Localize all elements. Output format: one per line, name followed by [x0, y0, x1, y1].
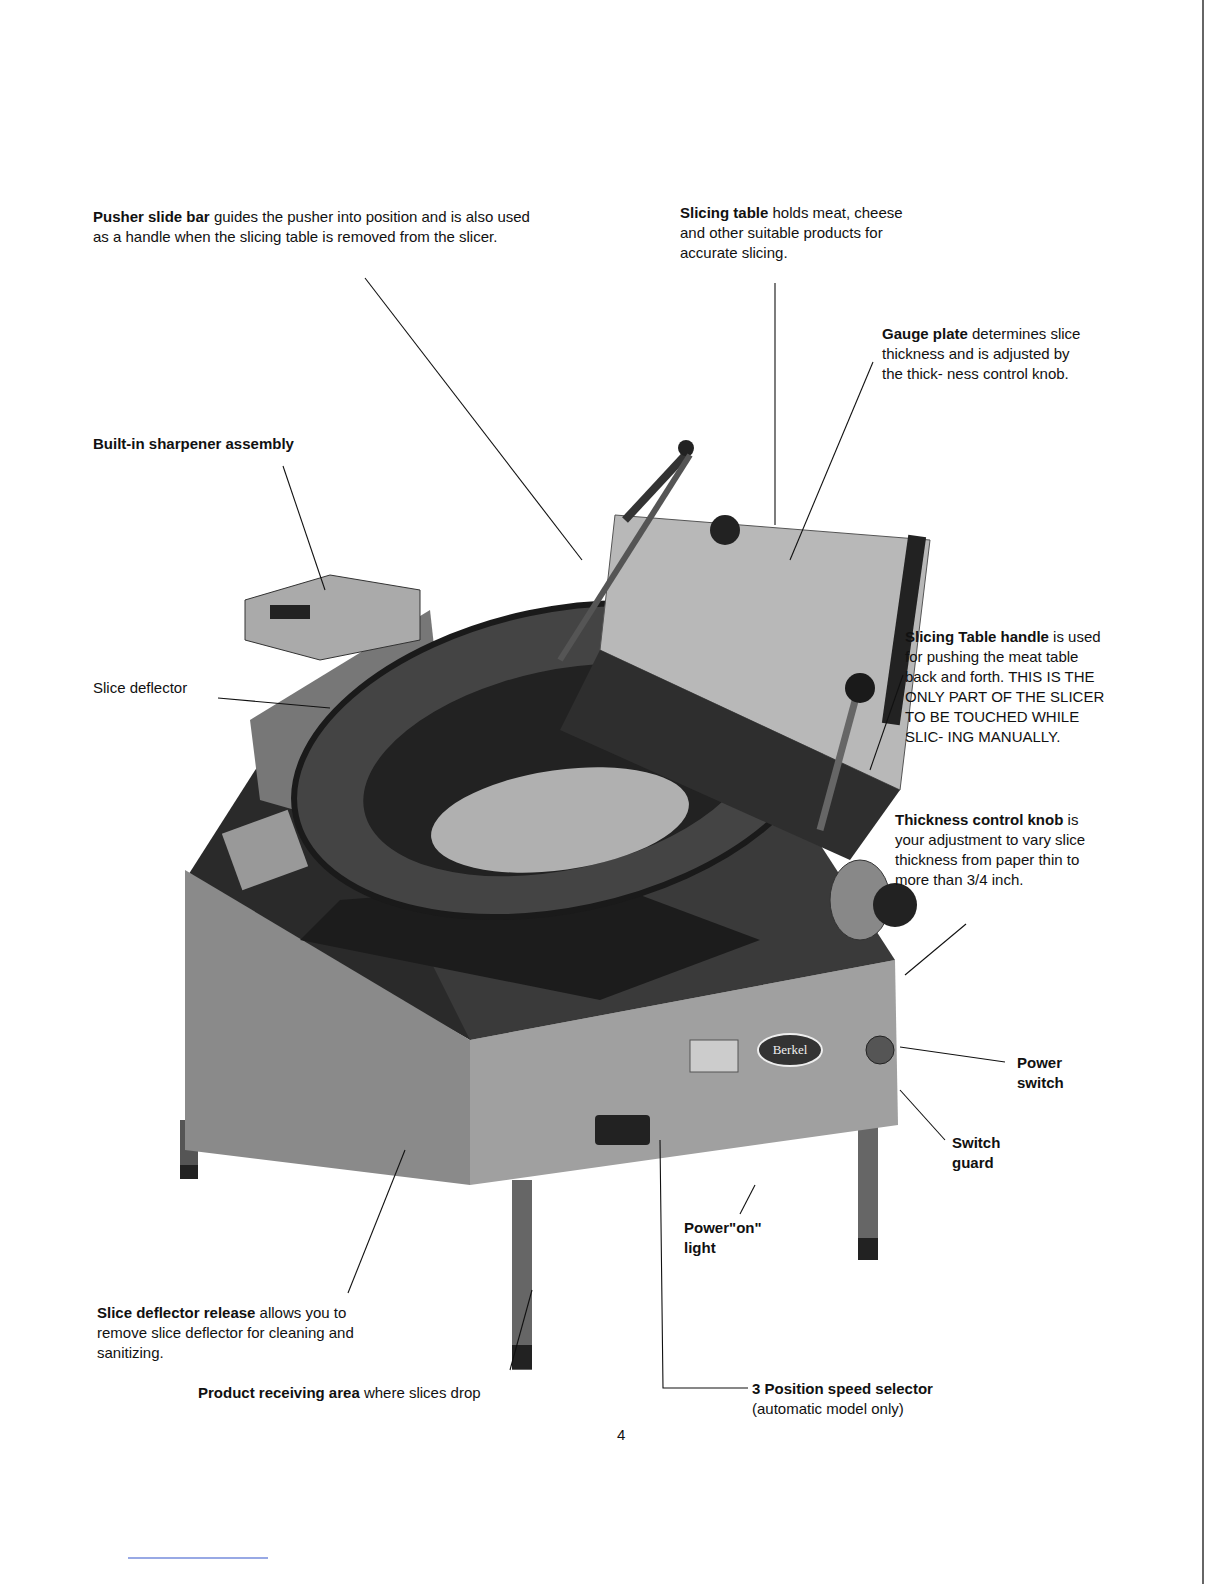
part-callout: Switch guard [952, 1134, 1000, 1171]
callout-block: Built-in sharpener assembly [93, 434, 393, 454]
callout-block: Product receiving area where slices drop [198, 1383, 558, 1403]
brand-logo: Berkel [773, 1042, 808, 1058]
callout-block: Slice deflector release allows you to re… [97, 1303, 397, 1363]
part-callout: Slice deflector release [97, 1304, 255, 1321]
part-callout: 3 Position speed selector [752, 1380, 933, 1397]
part-callout: Gauge plate [882, 325, 968, 342]
callout-block: Thickness control knob is your adjustmen… [895, 810, 1095, 890]
part-callout: Thickness control knob [895, 811, 1063, 828]
callout-block: Slice deflector [93, 678, 293, 698]
part-callout: Slicing Table handle [905, 628, 1049, 645]
part-description: is used for pushing the meat table back … [905, 628, 1104, 745]
part-description: where slices drop [364, 1384, 481, 1401]
part-callout: Power switch [1017, 1054, 1064, 1091]
callout-block: Slicing Table handle is used for pushing… [905, 627, 1110, 747]
callout-block: Switch guard [952, 1133, 1022, 1173]
callout-block: Power switch [1017, 1053, 1087, 1093]
part-callout: Power"on" light [684, 1219, 762, 1256]
callout-block: Pusher slide bar guides the pusher into … [93, 207, 533, 247]
part-callout: Product receiving area [198, 1384, 360, 1401]
part-description: (automatic model only) [752, 1400, 904, 1417]
part-callout: Slicing table [680, 204, 768, 221]
part-description: 4 [617, 1426, 625, 1443]
callout-block: Slicing table holds meat, cheese and oth… [680, 203, 905, 263]
callout-block: 3 Position speed selector (automatic mod… [752, 1379, 992, 1419]
part-description: Slice deflector [93, 679, 187, 696]
callout-block: 4 [617, 1425, 647, 1445]
callout-block: Power"on" light [684, 1218, 784, 1258]
part-callout: Pusher slide bar [93, 208, 210, 225]
part-callout: Built-in sharpener assembly [93, 435, 294, 452]
callout-block: Gauge plate determines slice thickness a… [882, 324, 1082, 384]
